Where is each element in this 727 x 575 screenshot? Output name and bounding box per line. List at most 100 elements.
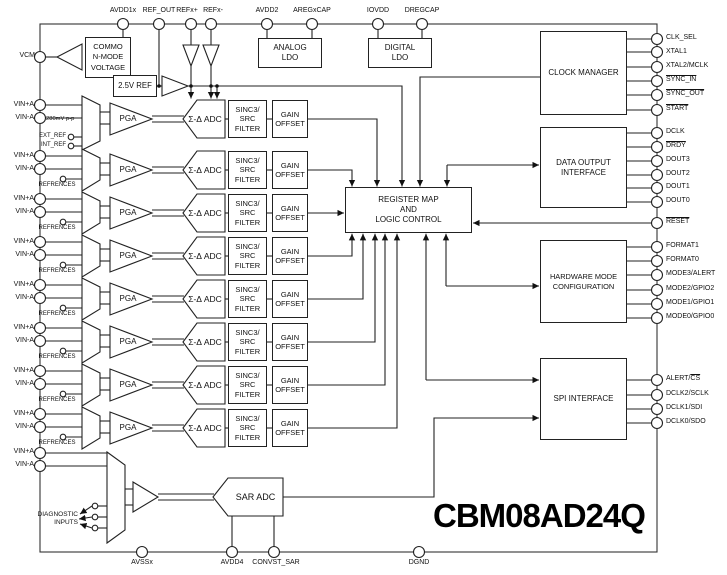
pga-label: PGA — [119, 294, 137, 303]
pin-label-vin-pos: VIN+A — [13, 448, 34, 455]
sigma-delta-adc-label: Σ-Δ ADC — [188, 380, 222, 390]
pin-label-clk-sel: CLK_SEL — [666, 34, 697, 41]
pga-label: PGA — [119, 165, 137, 174]
pin-label-vin-neg: VIN-A — [15, 461, 34, 468]
pin-label-vin-pos: VIN+A — [13, 195, 34, 202]
sigma-delta-adc-label: Σ-Δ ADC — [188, 114, 222, 124]
ext-ref-label: EXT_REF — [38, 133, 66, 139]
block-2v5-ref: 2.5V REF — [113, 75, 157, 97]
pin-label-reset: RESET — [666, 218, 690, 225]
pin-label-vin-neg: VIN-A — [15, 337, 34, 344]
pin-label-mode0-gpio0: MODE0/GPIO0 — [666, 313, 715, 320]
pin-label-aregxcap: AREGxCAP — [293, 7, 331, 14]
pin-label-vin-neg: VIN-A — [15, 423, 34, 430]
pga-label: PGA — [119, 251, 137, 260]
pin-label-convst-sar: CONVST_SAR — [252, 559, 300, 566]
block-sinc-filter: SINC3/ SRC FILTER — [228, 194, 267, 232]
block-data-output-interface: DATA OUTPUT INTERFACE — [540, 127, 627, 208]
pin-label-dclk2-sclk: DCLK2/SCLK — [666, 390, 709, 397]
channel-2-shapes — [45, 148, 356, 192]
cs-label-part: CS — [690, 375, 701, 382]
references-label: REFRENCES — [38, 182, 76, 188]
pin-label-format1: FORMAT1 — [666, 242, 699, 249]
block-gain-offset: GAIN OFFSET — [272, 409, 308, 447]
pga-label: PGA — [119, 114, 137, 123]
pin-circles — [33, 17, 664, 559]
sigma-delta-adc-label: Σ-Δ ADC — [188, 208, 222, 218]
pin-label-xtal1: XTAL1 — [666, 48, 687, 55]
pin-label-vin-pos: VIN+A — [13, 238, 34, 245]
pin-label-sync-in: SYNC_IN — [666, 76, 697, 83]
sigma-delta-adc-label: Σ-Δ ADC — [188, 423, 222, 433]
pga-label: PGA — [119, 380, 137, 389]
references-label: REFRENCES — [38, 311, 76, 317]
pin-label-dout3: DOUT3 — [666, 156, 690, 163]
pin-label-dgnd: DGND — [408, 559, 430, 566]
input-range-label: 280mV p-p — [46, 116, 75, 122]
pin-label-vin-pos: VIN+A — [13, 281, 34, 288]
references-label: REFRENCES — [38, 225, 76, 231]
pin-label-dout0: DOUT0 — [666, 197, 690, 204]
channel-3-shapes — [45, 191, 344, 235]
pin-label-iovdd: IOVDD — [366, 7, 390, 14]
block-digital-ldo: DIGITAL LDO — [368, 38, 432, 68]
pin-label-vcm: VCM — [19, 52, 35, 59]
block-sinc-filter: SINC3/ SRC FILTER — [228, 409, 267, 447]
pga-label: PGA — [119, 208, 137, 217]
pin-label-dout1: DOUT1 — [666, 183, 690, 190]
sar-channel-shapes — [45, 450, 284, 547]
pga-label: PGA — [119, 423, 137, 432]
pin-label-ref-out: REF_OUT — [142, 7, 176, 14]
pin-label-vin-neg: VIN-A — [15, 380, 34, 387]
block-analog-ldo: ANALOG LDO — [258, 38, 322, 68]
part-number: CBM08AD24Q — [433, 497, 646, 534]
pga-label: PGA — [119, 337, 137, 346]
block-hardware-mode-configuration: HARDWARE MODE CONFIGURATION — [540, 240, 627, 323]
wires-and-shapes — [45, 29, 652, 547]
pin-label-mode3-alert: MODE3/ALERT — [666, 270, 716, 277]
block-gain-offset: GAIN OFFSET — [272, 366, 308, 404]
pin-label-dclk: DCLK — [666, 128, 685, 135]
pin-label-refx-minus: REFx- — [203, 7, 223, 14]
references-label: REFRENCES — [38, 354, 76, 360]
block-sinc-filter: SINC3/ SRC FILTER — [228, 280, 267, 318]
sigma-delta-adc-label: Σ-Δ ADC — [188, 251, 222, 261]
pin-label-dout2: DOUT2 — [666, 170, 690, 177]
sigma-delta-adc-label: Σ-Δ ADC — [188, 165, 222, 175]
block-spi-interface: SPI INTERFACE — [540, 358, 627, 440]
pin-label-mode1-gpio1: MODE1/GPIO1 — [666, 299, 715, 306]
block-gain-offset: GAIN OFFSET — [272, 151, 308, 189]
diagnostic-inputs-label: DIAGNOSTIC INPUTS — [37, 511, 78, 527]
pin-label-vin-pos: VIN+A — [13, 152, 34, 159]
block-sinc-filter: SINC3/ SRC FILTER — [228, 323, 267, 361]
block-register-map: REGISTER MAP AND LOGIC CONTROL — [345, 187, 472, 233]
channel-6-shapes — [45, 233, 379, 364]
block-gain-offset: GAIN OFFSET — [272, 280, 308, 318]
pin-label-vin-neg: VIN-A — [15, 251, 34, 258]
pin-label-drdy: DRDY — [666, 142, 686, 149]
pin-label-sync-out: SYNC_OUT — [666, 90, 705, 97]
pin-label-format0: FORMAT0 — [666, 256, 699, 263]
block-sinc-filter: SINC3/ SRC FILTER — [228, 151, 267, 189]
pin-label-xtal2-mclk: XTAL2/MCLK — [666, 62, 709, 69]
pin-label-avdd1x: AVDD1x — [109, 7, 137, 14]
pin-label-mode2-gpio2: MODE2/GPIO2 — [666, 285, 715, 292]
channel-4-shapes — [45, 233, 356, 278]
pin-label-vin-neg: VIN-A — [15, 165, 34, 172]
pin-label-vin-neg: VIN-A — [15, 114, 34, 121]
block-gain-offset: GAIN OFFSET — [272, 323, 308, 361]
pin-label-dclk0-sdo: DCLK0/SDO — [666, 418, 706, 425]
pin-label-dregcap: DREGCAP — [404, 7, 440, 14]
pin-label-vin-pos: VIN+A — [13, 367, 34, 374]
pin-label-vin-pos: VIN+A — [13, 101, 34, 108]
pin-label-avdd4: AVDD4 — [220, 559, 244, 566]
pin-label-dclk1-sdi: DCLK1/SDI — [666, 404, 703, 411]
channel-5-shapes — [45, 233, 367, 321]
block-sinc-filter: SINC3/ SRC FILTER — [228, 100, 267, 138]
pin-label-vin-pos: VIN+A — [13, 410, 34, 417]
int-ref-label: INT_REF — [40, 142, 66, 148]
pin-label-vin-neg: VIN-A — [15, 294, 34, 301]
block-gain-offset: GAIN OFFSET — [272, 194, 308, 232]
